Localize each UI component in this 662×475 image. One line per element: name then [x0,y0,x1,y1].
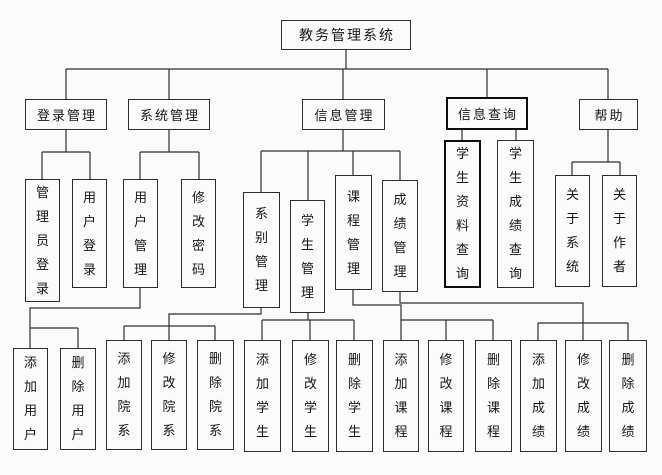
node-delete-user: 删除用户 [60,348,96,450]
connector-department-management [123,308,262,340]
node-delete-course: 删除课程 [475,340,512,452]
node-about-system: 关于系统 [555,175,590,287]
node-add-department: 添加院系 [106,340,142,450]
node-label: 学生资料查询 [455,146,469,281]
node-label: 关于系统 [565,187,579,274]
node-student-info-query: 学生资料查询 [444,140,481,288]
node-add-course: 添加课程 [383,340,419,452]
node-label: 系统管理 [139,108,200,123]
node-modify-grade: 修改成绩 [565,340,602,452]
node-label: 用户管理 [133,189,147,277]
node-label: 信息查询 [457,107,518,122]
node-educational-admin-system: 教务管理系统 [281,20,411,50]
node-label: 修改成绩 [576,352,590,439]
node-label: 添加用户 [23,355,37,442]
node-label: 成绩管理 [393,192,407,279]
node-student-management: 学生管理 [290,200,325,313]
node-add-user: 添加用户 [13,348,48,450]
connector-information-query [461,130,517,140]
node-label: 修改密码 [191,189,205,277]
node-course-management: 课程管理 [335,175,372,290]
node-label: 用户登录 [82,189,96,277]
node-student-grade-query: 学生成绩查询 [497,140,534,288]
node-label: 帮助 [594,108,625,123]
node-add-student: 添加学生 [244,340,281,452]
node-label: 课程管理 [346,188,360,276]
node-label: 添加课程 [394,352,408,439]
node-delete-department: 删除院系 [197,340,234,450]
node-system-management: 系统管理 [128,99,210,130]
connector-user-management [29,288,141,348]
node-user-login: 用户登录 [72,179,107,288]
connector-login-management [41,130,91,179]
node-modify-department: 修改院系 [151,340,187,450]
connector-student-management [261,313,355,340]
node-label: 添加院系 [117,351,131,438]
node-help: 帮助 [579,99,638,130]
node-label: 添加学生 [255,352,269,439]
node-label: 删除学生 [347,352,361,439]
node-information-query: 信息查询 [446,97,528,130]
node-department-management: 系别管理 [243,192,280,308]
node-delete-grade: 删除成绩 [609,340,647,452]
node-grade-management: 成绩管理 [382,180,418,292]
node-label: 修改课程 [439,352,453,439]
connector-grade-management [399,292,629,340]
connector-course-management [352,290,494,340]
node-admin-login: 管理员登录 [25,179,60,302]
node-label: 删除院系 [208,351,222,438]
node-login-management: 登录管理 [25,99,107,130]
node-label: 系别管理 [254,206,268,293]
node-delete-student: 删除学生 [336,340,373,452]
connector-system-management [139,130,200,179]
node-label: 学生管理 [300,212,314,300]
node-modify-student: 修改学生 [292,340,329,452]
node-label: 修改学生 [303,352,317,439]
node-about-author: 关于作者 [602,175,637,287]
node-add-grade: 添加成绩 [520,340,557,452]
node-label: 管理员登录 [35,184,49,296]
connector-information-management [260,130,401,200]
node-label: 关于作者 [612,187,626,274]
node-user-management: 用户管理 [123,179,158,288]
node-label: 删除用户 [71,355,85,442]
node-label: 添加成绩 [531,352,545,439]
connector-root-to-level2 [65,50,609,99]
node-label: 信息管理 [314,108,375,123]
node-information-management: 信息管理 [302,99,385,130]
connector-help [571,130,621,175]
node-label: 删除成绩 [621,352,635,439]
node-label: 教务管理系统 [299,29,395,44]
node-change-password: 修改密码 [181,179,216,288]
node-label: 学生成绩查询 [508,146,522,281]
node-label: 删除课程 [486,352,500,439]
node-modify-course: 修改课程 [428,340,464,452]
node-label: 登录管理 [36,108,97,123]
node-label: 修改院系 [162,351,176,438]
